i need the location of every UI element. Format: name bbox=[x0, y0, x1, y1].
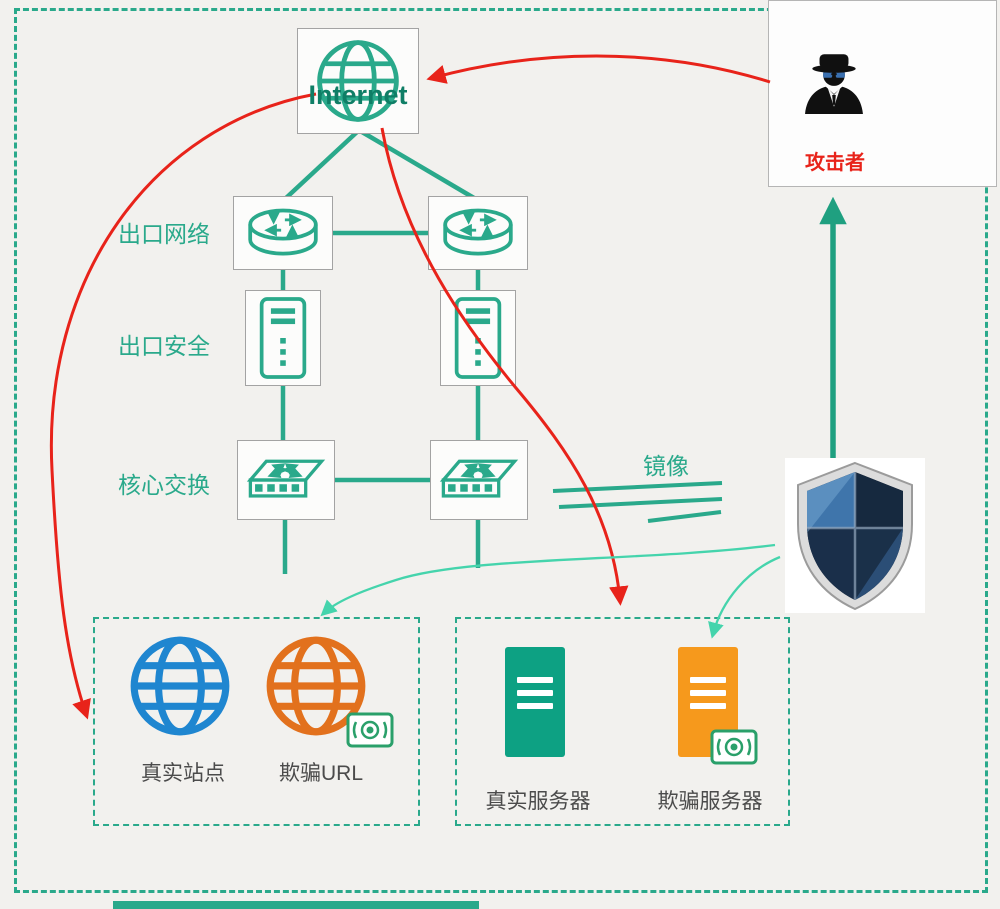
security-appliance-icon bbox=[454, 297, 502, 379]
egress-network-label: 出口网络 bbox=[118, 221, 210, 247]
real-site-label: 真实站点 bbox=[141, 762, 225, 785]
server-line bbox=[517, 703, 553, 709]
fake-server-label: 欺骗服务器 bbox=[657, 790, 763, 813]
security-node-right bbox=[440, 290, 516, 386]
server-deception-group bbox=[455, 617, 790, 826]
real-server-icon bbox=[505, 647, 565, 757]
switch-node-right bbox=[430, 440, 528, 520]
egress-security-label: 出口安全 bbox=[118, 333, 210, 359]
server-line bbox=[517, 690, 553, 696]
mirror-label: 镜像 bbox=[643, 453, 689, 479]
internet-label: Internet bbox=[308, 80, 408, 110]
bottom-edge-bar bbox=[113, 901, 479, 909]
security-node-left bbox=[245, 290, 321, 386]
internet-node bbox=[297, 28, 419, 134]
core-switch-label: 核心交换 bbox=[118, 472, 210, 498]
security-appliance-icon bbox=[259, 297, 307, 379]
server-line bbox=[690, 677, 726, 683]
server-line bbox=[690, 703, 726, 709]
fake-url-label: 欺骗URL bbox=[278, 762, 363, 785]
attacker-spy-icon bbox=[805, 54, 863, 114]
diagram-dashed-border bbox=[14, 8, 988, 893]
router-icon bbox=[443, 208, 513, 256]
server-line bbox=[690, 690, 726, 696]
router-icon bbox=[248, 208, 318, 256]
switch-icon bbox=[246, 459, 326, 498]
attacker-node bbox=[768, 0, 997, 187]
deception-platform-node bbox=[785, 458, 925, 613]
real-site-globe-icon bbox=[130, 636, 230, 736]
attacker-label: 攻击者 bbox=[805, 152, 865, 174]
server-line bbox=[517, 677, 553, 683]
honeytoken-badge-icon bbox=[710, 729, 758, 765]
router-node-left bbox=[233, 196, 333, 270]
switch-node-left bbox=[237, 440, 335, 520]
internet-globe-icon bbox=[317, 40, 399, 122]
real-server-label: 真实服务器 bbox=[485, 790, 591, 813]
router-node-right bbox=[428, 196, 528, 270]
honeytoken-badge-icon bbox=[346, 712, 394, 748]
switch-icon bbox=[439, 459, 519, 498]
shield-icon bbox=[797, 461, 913, 611]
